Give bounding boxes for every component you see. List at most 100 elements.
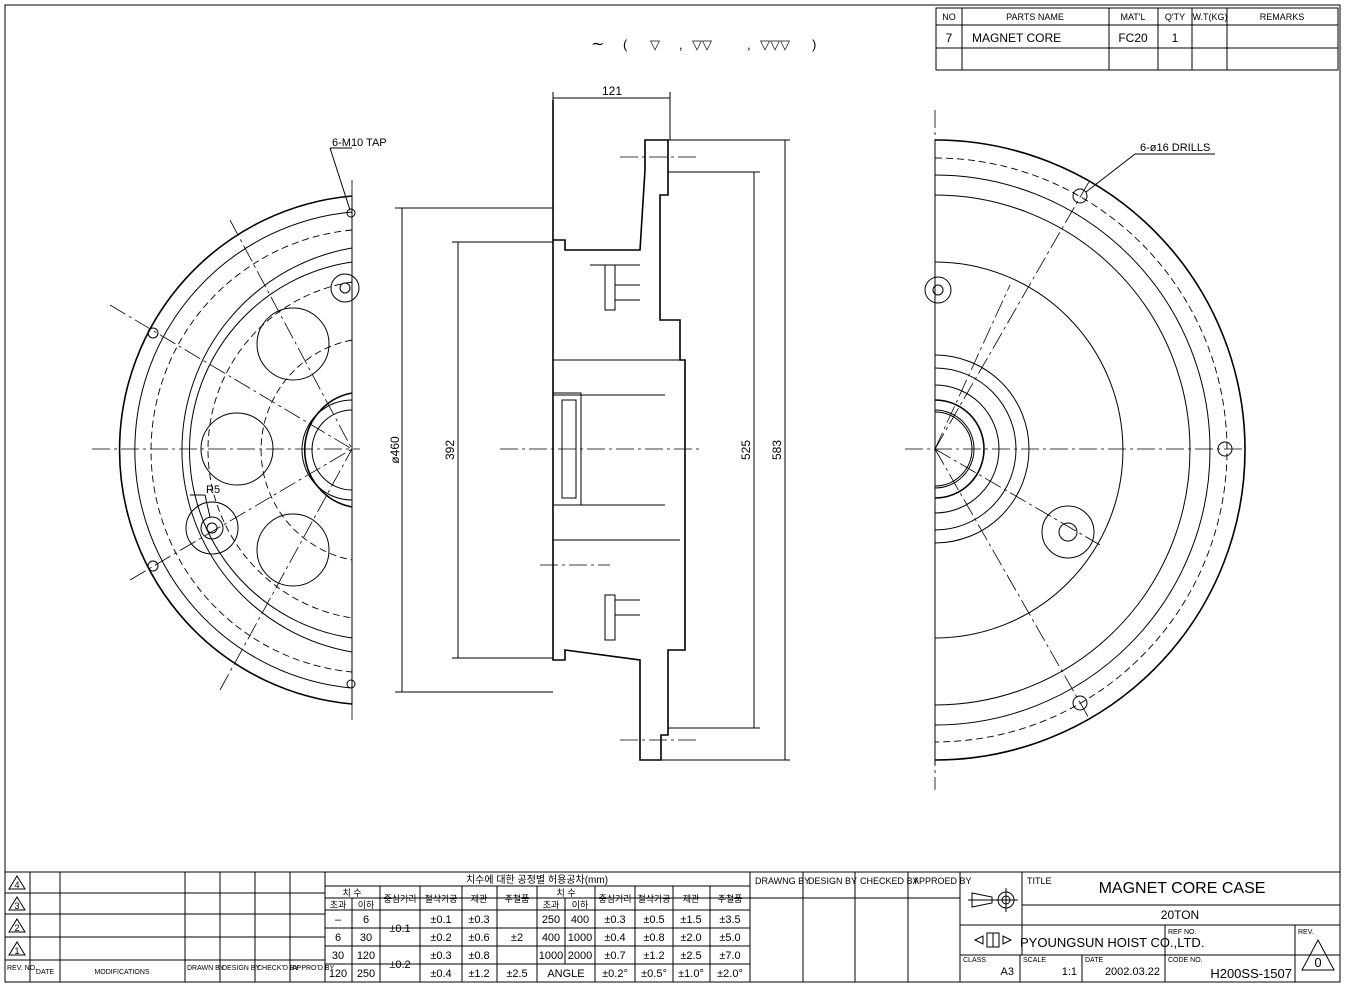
surface-tilde: ∼ xyxy=(591,36,604,53)
parts-row-qty: 1 xyxy=(1172,31,1179,45)
tol-col-over-left: 초과 xyxy=(330,900,347,910)
parts-table: NO PARTS NAME MAT'L Q'TY W.T(KG) REMARKS… xyxy=(935,7,1339,71)
tol-cell: 6 xyxy=(335,932,341,944)
tol-col-dim-left: 치 수 xyxy=(342,887,361,898)
signoff-drawn: DRAWNG BY xyxy=(755,876,810,886)
drawing-subtitle: 20TON xyxy=(1161,908,1199,922)
signoff-block: DRAWNG BY DESIGN BY CHECKED BY APPROED B… xyxy=(749,871,972,983)
parts-header-wt: W.T(KG) xyxy=(1193,12,1228,22)
right-view: 6-ø16 DRILLS xyxy=(905,110,1246,790)
surface-v3: ▽▽▽ xyxy=(760,37,790,52)
ref-label: REF NO. xyxy=(1168,929,1196,936)
tol-cell: ±0.3 xyxy=(468,914,489,926)
tol-cell: ±0.3 xyxy=(430,950,451,962)
tol-cell: ±2.5 xyxy=(680,950,701,962)
tolerance-table: 치수에 대한 공정별 허용공차(mm) 치 수 초과 이하 중심거리 절삭가공 … xyxy=(324,871,751,983)
tol-cell: ±1.5 xyxy=(680,914,701,926)
tol-col-sheet-left: 제관 xyxy=(471,894,488,904)
rev-triangle-icon xyxy=(1301,938,1335,971)
tol-cell: 6 xyxy=(363,914,369,926)
rev-header-approved: APPRO'D BY xyxy=(292,965,335,972)
tol-cell: 120 xyxy=(329,968,347,980)
tol-col-sheet-right: 제관 xyxy=(683,894,700,904)
tol-cell: ±2.0° xyxy=(717,968,743,980)
tol-col-under-left: 이하 xyxy=(358,900,375,910)
tol-cell: ±0.2° xyxy=(602,968,628,980)
parts-header-name: PARTS NAME xyxy=(1006,12,1064,22)
tol-cell: ±0.1 xyxy=(389,923,410,935)
tol-col-cut-right: 절삭가공 xyxy=(637,893,670,904)
tol-col-center-left: 중심거리 xyxy=(383,894,416,904)
tol-col-under-right: 이하 xyxy=(572,900,589,910)
dim-583: 583 xyxy=(770,440,784,460)
tol-col-cast-right: 주철품 xyxy=(718,894,743,904)
company-logo-icon xyxy=(973,932,1013,948)
tol-cell: ±2.5 xyxy=(506,968,527,980)
tol-cell: ±0.6 xyxy=(468,932,489,944)
tol-cell: ±1.2 xyxy=(468,968,489,980)
signoff-approved: APPROED BY xyxy=(913,876,972,886)
parts-row-no: 7 xyxy=(946,31,953,45)
tol-cell: ±0.8 xyxy=(643,932,664,944)
code-label: CODE NO. xyxy=(1168,957,1203,964)
rev-header-mod: MODIFICATIONS xyxy=(94,969,149,976)
tol-cell: ±3.5 xyxy=(719,914,740,926)
tol-cell: ±0.2 xyxy=(389,959,410,971)
tol-col-center-right: 중심거리 xyxy=(598,894,631,904)
surface-v1: ▽ xyxy=(650,37,660,52)
signoff-checked: CHECKED BY xyxy=(860,876,919,886)
tol-cell: ±0.5° xyxy=(641,968,667,980)
tol-cell: 30 xyxy=(360,932,372,944)
tol-cell: 30 xyxy=(332,950,344,962)
rev-mark-2: 2 xyxy=(14,923,19,933)
tol-cell: 2000 xyxy=(568,950,592,962)
rev-header-date: DATE xyxy=(36,969,54,976)
parts-header-remarks: REMARKS xyxy=(1260,12,1305,22)
tol-cell: 400 xyxy=(542,932,560,944)
surface-c1: , xyxy=(679,37,683,52)
parts-header-no: NO xyxy=(942,12,956,22)
tol-col-dim-right: 치 수 xyxy=(556,887,575,898)
title-label: TITLE xyxy=(1027,876,1052,886)
rev-header-design: DESIGN BY xyxy=(222,965,260,972)
class-label: CLASS xyxy=(963,957,986,964)
tol-cell: ±0.4 xyxy=(430,968,451,980)
tol-cell: – xyxy=(335,914,342,926)
tol-cell: ±0.3 xyxy=(604,914,625,926)
tol-cell: 120 xyxy=(357,950,375,962)
signoff-design: DESIGN BY xyxy=(808,876,857,886)
tolerance-title: 치수에 대한 공정별 허용공차(mm) xyxy=(466,874,608,886)
title-block: TITLE MAGNET CORE CASE 20TON PYOUNGSUN H… xyxy=(959,871,1341,983)
tol-cell: ±0.4 xyxy=(604,932,625,944)
tol-cell: 1000 xyxy=(568,932,592,944)
drills-callout: 6-ø16 DRILLS xyxy=(1140,142,1210,154)
tol-cell: ±2 xyxy=(511,932,523,944)
tol-cell: ±0.8 xyxy=(468,950,489,962)
rev-label: REV. xyxy=(1298,929,1314,936)
tol-cell: 400 xyxy=(571,914,589,926)
rev-mark-3: 3 xyxy=(14,901,19,911)
rev-header-checked: CHECK'D BY xyxy=(257,965,300,972)
tol-cell: ±0.2 xyxy=(430,932,451,944)
rev-value: 0 xyxy=(1314,955,1321,970)
date-value: 2002.03.22 xyxy=(1105,966,1160,978)
rev-mark-1: 1 xyxy=(14,946,19,956)
surface-close: ) xyxy=(812,37,816,52)
tol-col-over-right: 초과 xyxy=(543,900,560,910)
code-value: H200SS-1507 xyxy=(1210,966,1292,981)
tol-col-cut-left: 절삭가공 xyxy=(424,893,457,904)
tol-cell: 1000 xyxy=(539,950,563,962)
radius-callout: R5 xyxy=(206,484,220,496)
drawing-title: MAGNET CORE CASE xyxy=(1099,880,1266,897)
tol-angle-label: ANGLE xyxy=(547,968,584,980)
parts-header-qty: Q'TY xyxy=(1165,12,1185,22)
tol-col-cast-left: 주철품 xyxy=(505,894,530,904)
date-label: DATE xyxy=(1085,957,1103,964)
tol-cell: ±1.2 xyxy=(643,950,664,962)
tol-cell: ±0.7 xyxy=(604,950,625,962)
surface-finish-symbols: ∼ ( ▽ , ▽▽ , ▽▽▽ ) xyxy=(591,36,816,53)
rev-mark-4: 4 xyxy=(14,880,19,890)
tol-cell: ±5.0 xyxy=(719,932,740,944)
scale-value: 1:1 xyxy=(1062,966,1077,978)
